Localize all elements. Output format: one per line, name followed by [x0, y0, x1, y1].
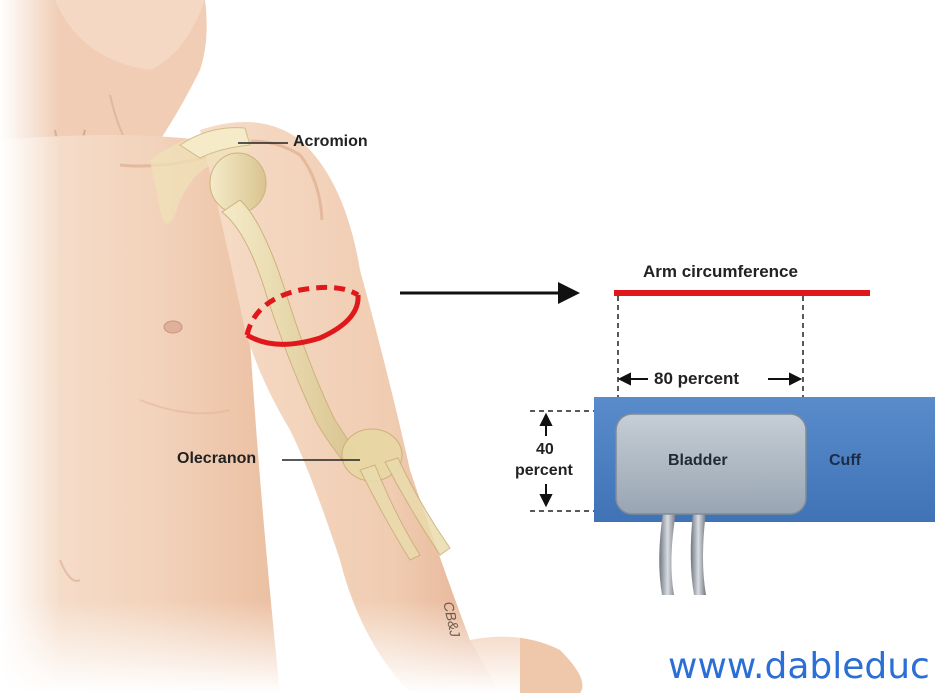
watermark-url: www.dableduc [668, 646, 930, 687]
arm-circumference-label: Arm circumference [643, 262, 798, 282]
pointer-arrow [400, 282, 580, 304]
cuff-label: Cuff [829, 452, 861, 470]
forty-percent-arrow [541, 415, 551, 505]
bladder-label: Bladder [668, 452, 728, 470]
olecranon-label: Olecranon [177, 450, 256, 468]
eighty-percent-label: 80 percent [654, 369, 739, 389]
acromion-label: Acromion [293, 133, 368, 151]
forty-percent-word: percent [515, 462, 573, 480]
forty-percent-number: 40 [536, 441, 554, 459]
cuff-tubes [659, 512, 706, 595]
